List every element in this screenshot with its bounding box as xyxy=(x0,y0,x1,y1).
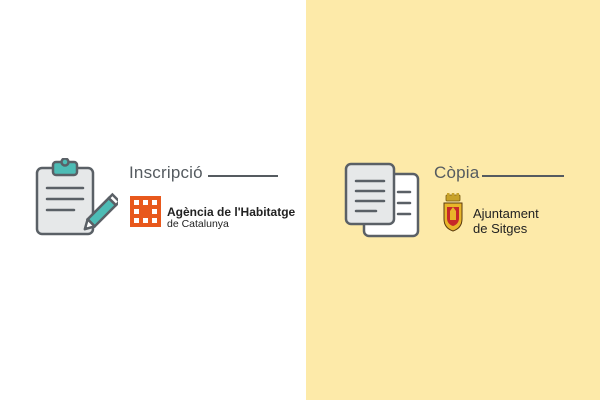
copy-documents-icon xyxy=(344,162,422,245)
copia-title: Còpia xyxy=(434,163,480,182)
organization-name: Agència de l'Habitatge xyxy=(167,205,296,219)
copia-option[interactable]: Còpia Ajuntament de Sitges xyxy=(306,0,600,400)
agencia-habitatge-logo xyxy=(130,196,161,232)
title-divider xyxy=(482,175,564,177)
title-divider xyxy=(208,175,278,177)
inscripcio-title: Inscripció xyxy=(129,163,203,182)
inscripcio-option[interactable]: Inscripció Agència de l'Habitatge de Cat… xyxy=(0,0,306,400)
organization-name: Ajuntament xyxy=(473,206,539,221)
organization-subname: de Sitges xyxy=(473,221,528,236)
sitges-coat-of-arms xyxy=(442,193,464,238)
organization-subname: de Catalunya xyxy=(167,218,229,230)
clipboard-pencil-icon xyxy=(34,157,122,247)
